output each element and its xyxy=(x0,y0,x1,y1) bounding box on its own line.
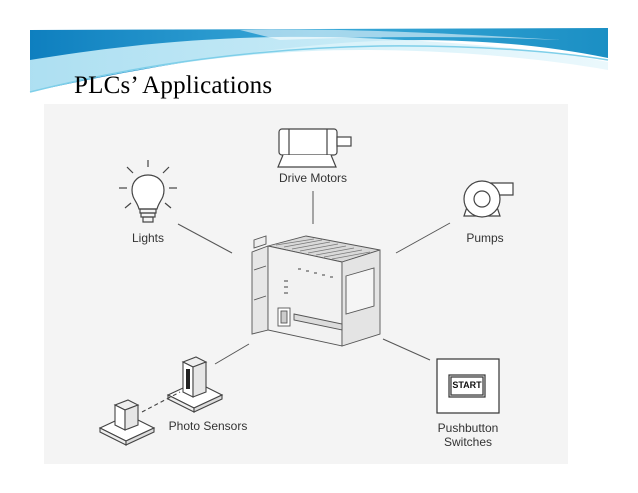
label-lights: Lights xyxy=(131,231,165,245)
label-photo-sensors: Photo Sensors xyxy=(168,419,248,433)
label-pumps: Pumps xyxy=(466,231,504,245)
start-button-label: START xyxy=(452,380,482,390)
label-drive-motors: Drive Motors xyxy=(278,171,347,185)
pushbutton-icon xyxy=(436,358,500,414)
connector-pushbutton xyxy=(382,338,431,361)
plc-icon xyxy=(251,235,381,347)
label-pushbutton-line2: Switches xyxy=(443,435,493,449)
photo-sensor-icon xyxy=(98,356,224,446)
header-wave-banner xyxy=(29,28,609,93)
light-bulb-icon xyxy=(119,160,177,223)
motor-icon xyxy=(277,128,352,168)
connector-lights xyxy=(177,223,233,254)
connector-pumps xyxy=(395,222,451,254)
pump-icon xyxy=(463,180,514,218)
label-pushbutton-line1: Pushbutton xyxy=(437,421,499,435)
slide-title: PLCs’ Applications xyxy=(74,72,273,99)
connector-photo-sensors xyxy=(214,343,250,365)
